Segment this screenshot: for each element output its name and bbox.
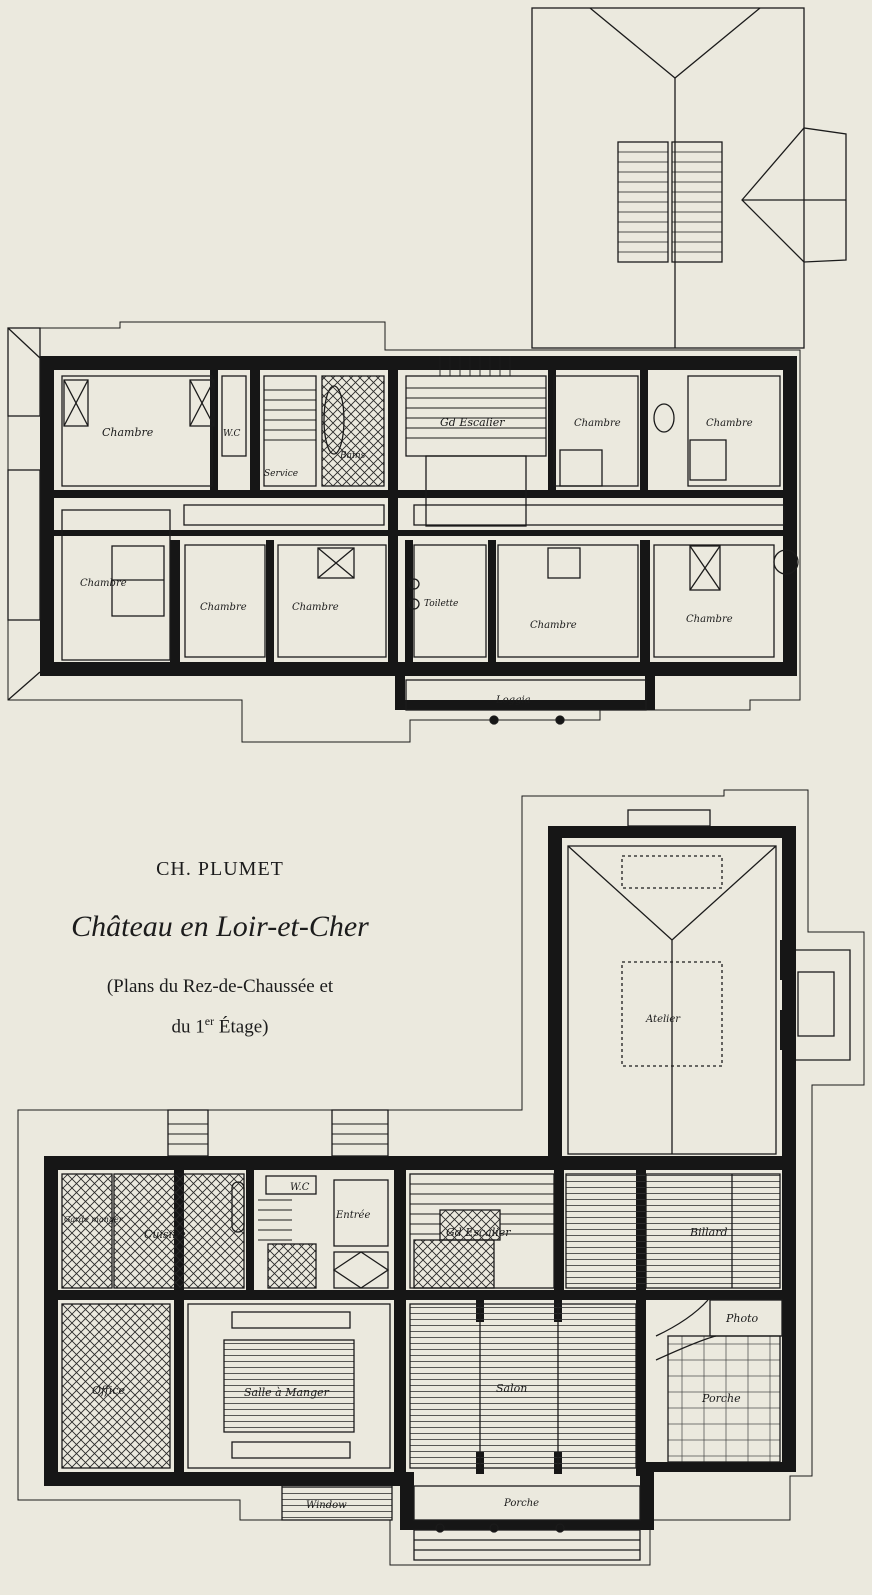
caption-subtitle-post: Étage): [214, 1016, 269, 1038]
label-porche-east: Porche: [701, 1392, 741, 1405]
label-atelier: Atelier: [645, 1014, 681, 1025]
label-grand-escalier-lower: Gd Escalier: [446, 1226, 511, 1239]
caption-title: Château en Loir-et-Cher: [71, 910, 369, 943]
lower-floor-labels: Atelier Garde manger Cuisine W.C Entrée …: [64, 1014, 759, 1511]
label-loggia: Loggia: [495, 695, 531, 706]
label-grand-escalier-upper: Gd Escalier: [440, 416, 505, 429]
upper-atelier-roof: [531, 7, 847, 349]
label-bains: Bains: [339, 451, 366, 461]
label-salle-a-manger: Salle à Manger: [244, 1386, 330, 1399]
caption-subtitle-line1: (Plans du Rez-de-Chaussée et: [106, 976, 334, 997]
label-entree: Entrée: [335, 1210, 370, 1221]
caption-subtitle-sup: er: [204, 1014, 215, 1028]
label-salon: Salon: [496, 1382, 527, 1395]
upper-floor-plan: [7, 7, 847, 743]
label-chambre-nw: Chambre: [102, 426, 154, 439]
label-toilette: Toilette: [424, 599, 458, 609]
label-cuisine: Cuisine: [144, 1228, 186, 1241]
label-billard: Billard: [689, 1226, 728, 1239]
label-window: Window: [306, 1500, 347, 1511]
caption-subtitle-line2: du 1er Étage): [20, 1014, 420, 1038]
label-chambre-sw2: Chambre: [292, 602, 339, 613]
upper-floor-labels: Chambre W.C Service Bains Gd Escalier Ch…: [80, 416, 753, 706]
label-office: Office: [92, 1384, 125, 1397]
label-chambre-w: Chambre: [80, 578, 127, 589]
label-chambre-s1: Chambre: [530, 620, 577, 631]
caption-subtitle-pre: du 1: [171, 1016, 205, 1038]
label-wc-upper: W.C: [223, 429, 241, 439]
caption-author: CH. PLUMET: [156, 858, 284, 880]
label-service: Service: [264, 469, 298, 479]
label-porche-south: Porche: [503, 1498, 539, 1509]
label-chambre-sw1: Chambre: [200, 602, 247, 613]
label-chambre-ne2: Chambre: [706, 418, 753, 429]
label-chambre-s2: Chambre: [686, 614, 733, 625]
label-garde-manger: Garde manger: [64, 1215, 124, 1224]
label-chambre-ne1: Chambre: [574, 418, 621, 429]
label-photo: Photo: [725, 1312, 759, 1325]
label-wc-lower: W.C: [290, 1182, 310, 1193]
lower-floor-plan: [17, 789, 865, 1566]
